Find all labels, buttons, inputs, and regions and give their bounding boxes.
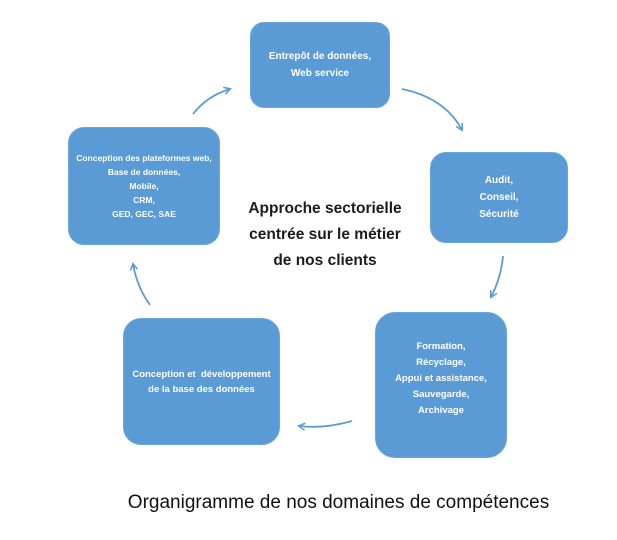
node-line: Mobile, — [129, 181, 159, 191]
node-conception-plateformes-web: Conception des plateformes web, Base de … — [68, 127, 220, 245]
node-entrepot-de-donnees: Entrepôt de données, Web service — [250, 22, 390, 108]
node-line: de la base des données — [148, 383, 255, 395]
node-line: Entrepôt de données, — [268, 51, 372, 62]
node-line: Audit, — [484, 175, 514, 186]
arrow-right-upper-to-right-lower — [489, 255, 504, 299]
arrow-left-lower-to-left-upper — [129, 261, 151, 306]
node-line: Base de données, — [107, 167, 181, 177]
node-line: Récyclage, — [416, 357, 466, 368]
node-line: Conception des plateformes web, — [76, 153, 212, 163]
node-line: Web service — [290, 68, 350, 79]
diagram-center-title: Approche sectorielle centrée sur le méti… — [210, 196, 440, 274]
node-line: CRM, — [133, 195, 155, 205]
node-line: Conseil, — [479, 192, 519, 203]
node-conception-developpement-base-donnees: Conception et développement de la base d… — [123, 318, 280, 445]
node-line: Sauvegarde, — [412, 389, 470, 400]
center-title-line: centrée sur le métier — [249, 226, 401, 243]
center-title-line: de nos clients — [273, 252, 377, 269]
node-line: Archivage — [418, 405, 464, 416]
node-formation-recyclage: Formation, Récyclage, Appui et assistanc… — [375, 312, 507, 458]
arrow-left-upper-to-top — [192, 86, 232, 115]
diagram-caption: Organigramme de nos domaines de compéten… — [127, 492, 550, 513]
node-line: Conception et développement — [132, 368, 271, 380]
center-title-line: Approche sectorielle — [248, 200, 402, 217]
node-line: Sécurité — [479, 209, 519, 220]
arrow-top-to-right-upper — [401, 88, 464, 132]
node-line: Formation, — [416, 341, 466, 352]
node-line: Appui et assistance, — [395, 373, 487, 384]
node-line: GED, GEC, SAE — [112, 209, 176, 219]
arrow-right-lower-to-left-lower — [296, 420, 353, 431]
node-audit-conseil-securite: Audit, Conseil, Sécurité — [430, 152, 568, 243]
